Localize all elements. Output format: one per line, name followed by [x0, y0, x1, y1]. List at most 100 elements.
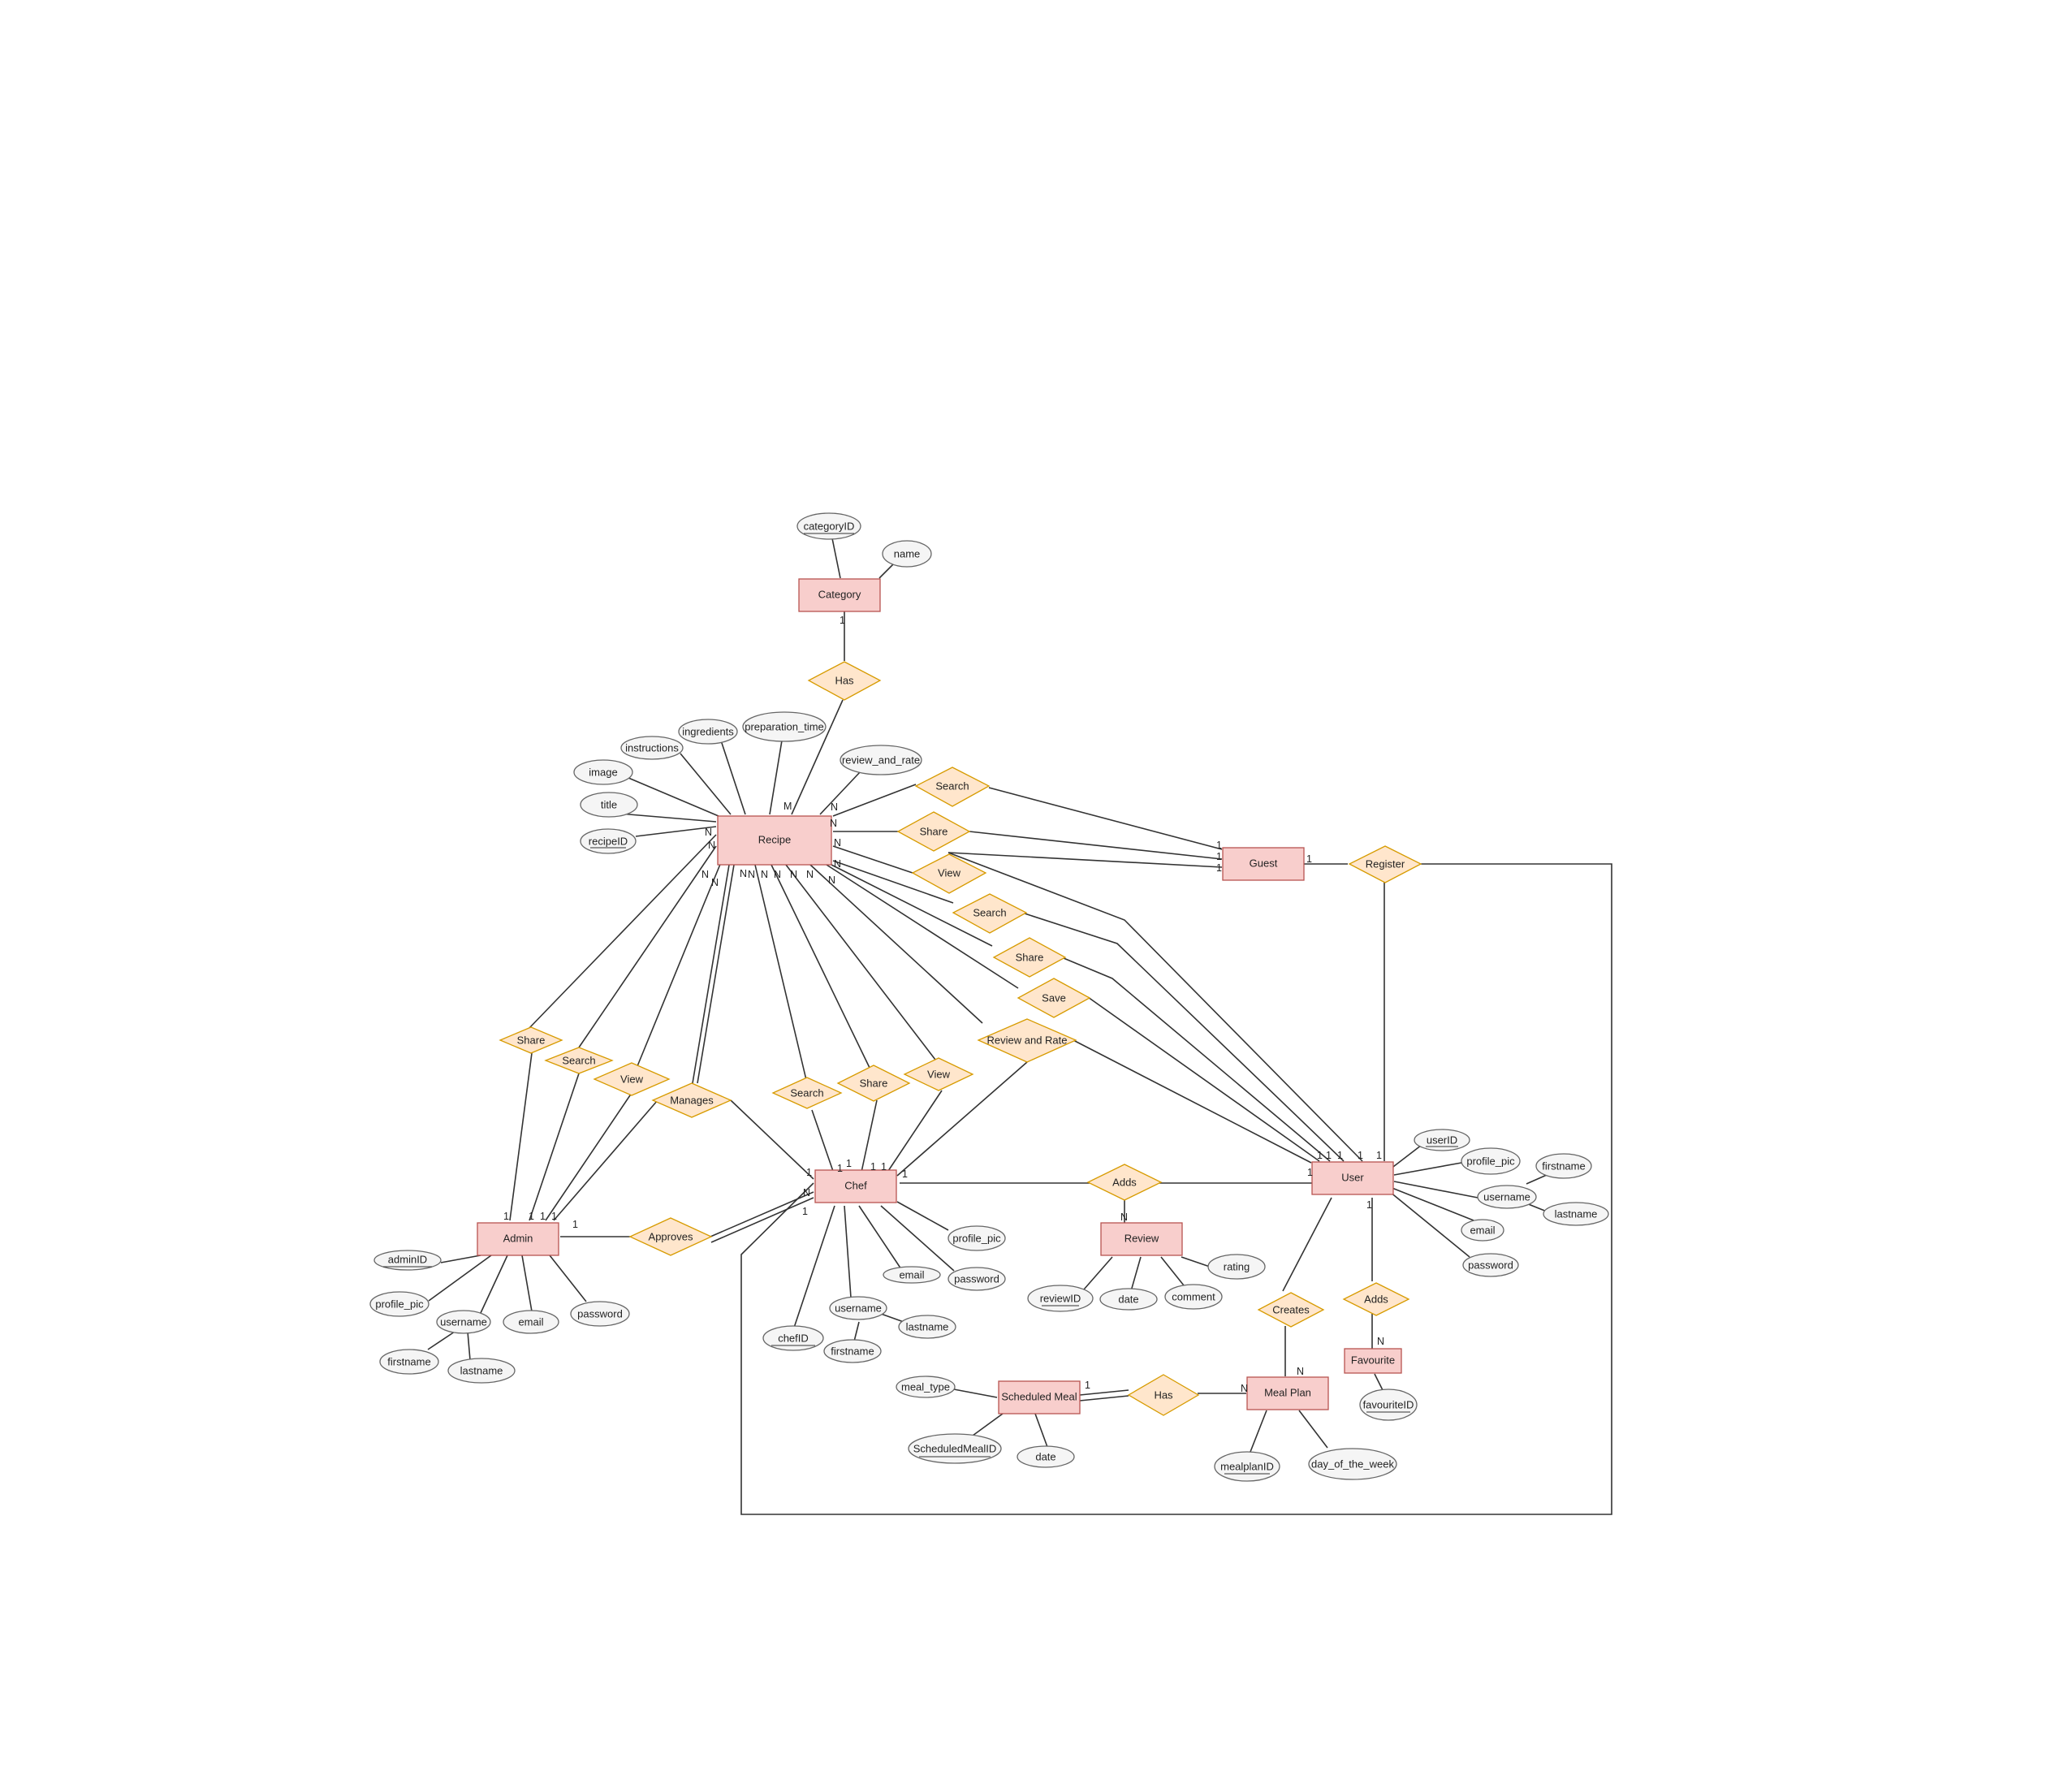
attr-scheduledmealid: ScheduledMealID: [908, 1433, 1002, 1464]
line-user-creates: [1282, 1197, 1332, 1292]
line-chef-username: [844, 1205, 852, 1298]
rel-user-save-label: Save: [1042, 991, 1066, 1004]
attr-mealplanid-label: mealplanID: [1220, 1460, 1274, 1472]
line-recipe-csearch: [754, 864, 808, 1084]
cardinality: 1: [529, 1211, 534, 1222]
rel-chef-share: Share: [836, 1065, 911, 1102]
attr-favouriteid-label: favouriteID: [1363, 1398, 1414, 1410]
line-review-rating: [1181, 1256, 1211, 1268]
line-image-recipe: [628, 777, 719, 817]
attr-user-email-label: email: [1470, 1224, 1495, 1236]
cardinality: 1: [1358, 1150, 1363, 1161]
attr-chef-username: username: [829, 1296, 887, 1320]
line-title-recipe: [619, 813, 717, 823]
line-name-category: [878, 564, 894, 579]
attr-user-lastname: lastname: [1543, 1202, 1609, 1226]
cardinality: N: [748, 869, 755, 880]
attr-chef-email-label: email: [899, 1268, 924, 1281]
line-review-reviewid: [1083, 1256, 1113, 1290]
cardinality: N: [790, 869, 797, 880]
entity-admin: Admin: [477, 1222, 559, 1256]
rel-adds-favourite-label: Adds: [1364, 1293, 1388, 1305]
attr-instructions-label: instructions: [625, 741, 679, 754]
attr-user-lastname-label: lastname: [1555, 1207, 1598, 1220]
attr-admin-email-label: email: [518, 1315, 543, 1328]
line-cusername-first: [853, 1321, 860, 1342]
entity-favourite-label: Favourite: [1351, 1354, 1395, 1366]
line-gview-user: [948, 852, 1363, 1162]
line-review-comment: [1160, 1256, 1185, 1286]
line-has-scheduled-1: [1079, 1389, 1129, 1396]
rel-guest-view-label: View: [938, 866, 961, 879]
cardinality: 1: [1317, 1150, 1323, 1161]
cardinality: N: [705, 827, 712, 838]
rel-guest-view: View: [911, 853, 987, 894]
rel-admin-search-label: Search: [562, 1054, 595, 1066]
cardinality: 1: [846, 1158, 852, 1169]
attr-reviewid: reviewID: [1027, 1285, 1094, 1312]
rel-guest-search: Search: [914, 767, 991, 807]
line-cview-chef: [884, 1090, 943, 1177]
cardinality: N: [830, 818, 837, 829]
attr-preparation-time-label: preparation_time: [745, 720, 824, 732]
line-recipe-cview: [785, 864, 936, 1060]
cardinality: 1: [837, 1163, 843, 1174]
cardinality: N: [834, 837, 841, 849]
cardinality: 1: [1326, 1150, 1332, 1161]
line-recipe-manages-1: [692, 864, 730, 1084]
rel-user-search-label: Search: [973, 906, 1006, 918]
attr-recipeid: recipeID: [580, 828, 637, 854]
attr-reviewid-label: reviewID: [1040, 1292, 1081, 1304]
line-manages-admin: [553, 1099, 658, 1221]
attr-review-and-rate-label: review_and_rate: [842, 754, 920, 766]
attr-day-of-the-week-label: day_of_the_week: [1311, 1458, 1394, 1470]
attr-scheduled-date: date: [1017, 1445, 1075, 1468]
attr-meal-type: meal_type: [896, 1376, 956, 1398]
line-user-email: [1389, 1186, 1474, 1221]
attr-admin-lastname: lastname: [447, 1358, 516, 1384]
rel-creates-label: Creates: [1272, 1303, 1310, 1315]
attr-day-of-the-week: day_of_the_week: [1308, 1448, 1397, 1480]
cardinality: 1: [1216, 862, 1222, 874]
attr-chef-password: password: [948, 1267, 1006, 1291]
rel-admin-search: Search: [544, 1047, 614, 1074]
line-gview-guest: [948, 852, 1223, 868]
attr-ingredients: ingredients: [678, 719, 738, 745]
line-recipe-ushare: [831, 864, 993, 947]
line-recipeid-recipe: [635, 826, 717, 837]
line-categoryid-category: [831, 538, 841, 579]
line-chef-email: [858, 1205, 902, 1270]
rel-manages-label: Manages: [670, 1094, 714, 1106]
cardinality: 1: [902, 1168, 908, 1180]
attr-admin-lastname-label: lastname: [460, 1364, 503, 1376]
attr-scheduledmealid-label: ScheduledMealID: [913, 1442, 997, 1454]
line-user-pic: [1393, 1162, 1462, 1176]
cardinality: N: [774, 869, 781, 880]
attr-user-firstname: firstname: [1535, 1153, 1592, 1179]
line-admin-pass: [549, 1255, 587, 1302]
line-scheduled-mealtype: [953, 1389, 998, 1398]
line-chef-pic: [896, 1201, 949, 1231]
entity-chef-label: Chef: [844, 1179, 867, 1191]
line-mealplan-dow: [1298, 1410, 1328, 1449]
rel-approves-label: Approves: [649, 1230, 693, 1242]
attr-userid-label: userID: [1427, 1134, 1457, 1146]
line-recipe-aview: [637, 862, 722, 1067]
line-has-scheduled-2: [1079, 1395, 1129, 1401]
rel-guest-search-label: Search: [935, 780, 969, 792]
line-recipe-gsearch: [832, 784, 917, 817]
attr-rating-label: rating: [1224, 1260, 1250, 1272]
line-user-pass: [1389, 1191, 1470, 1258]
line-scheduled-date: [1034, 1413, 1048, 1448]
attr-instructions: instructions: [620, 736, 684, 760]
line-ausername-first: [427, 1331, 455, 1350]
line-manages-chef: [730, 1099, 814, 1180]
entity-mealplan-label: Meal Plan: [1264, 1386, 1311, 1398]
entity-scheduled-meal: Scheduled Meal: [998, 1380, 1081, 1414]
line-register-chef-loop: [740, 863, 1612, 1515]
attr-comment: comment: [1164, 1284, 1223, 1310]
cardinality: N: [828, 875, 835, 886]
rel-guest-share: Share: [896, 811, 971, 852]
attr-review-date: date: [1099, 1288, 1158, 1311]
line-ushare-user: [1063, 957, 1331, 1162]
